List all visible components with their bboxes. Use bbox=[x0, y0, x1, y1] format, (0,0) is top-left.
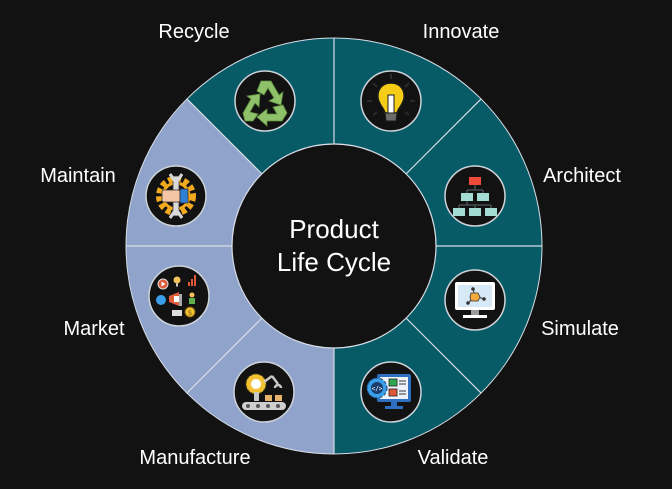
label-market: Market bbox=[63, 318, 125, 340]
marketing-icon: $ bbox=[148, 265, 210, 327]
label-maintain: Maintain bbox=[40, 165, 116, 187]
hierarchy-icon bbox=[444, 165, 506, 227]
gear-wrench-icon bbox=[145, 165, 207, 227]
label-manufacture: Manufacture bbox=[139, 447, 251, 469]
robot-arm-conveyor-icon bbox=[233, 361, 295, 423]
label-recycle: Recycle bbox=[158, 21, 230, 43]
code-check-icon: </> bbox=[360, 361, 422, 423]
svg-text:</>: </> bbox=[372, 386, 383, 393]
label-simulate: Simulate bbox=[541, 318, 619, 340]
label-innovate: Innovate bbox=[422, 21, 500, 43]
label-architect: Architect bbox=[543, 165, 621, 187]
center-title-line1: Product bbox=[289, 214, 379, 244]
svg-text:$: $ bbox=[188, 309, 192, 317]
recycle-icon bbox=[234, 70, 296, 132]
monitor-simulation-icon bbox=[444, 269, 506, 331]
center-title: Product Life Cycle bbox=[277, 213, 391, 279]
label-validate: Validate bbox=[417, 447, 489, 469]
center-title-line2: Life Cycle bbox=[276, 247, 392, 277]
center-circle bbox=[231, 143, 437, 349]
outer-ring-border bbox=[125, 37, 543, 455]
segment-dividers bbox=[126, 38, 542, 454]
lightbulb-icon bbox=[360, 70, 422, 132]
